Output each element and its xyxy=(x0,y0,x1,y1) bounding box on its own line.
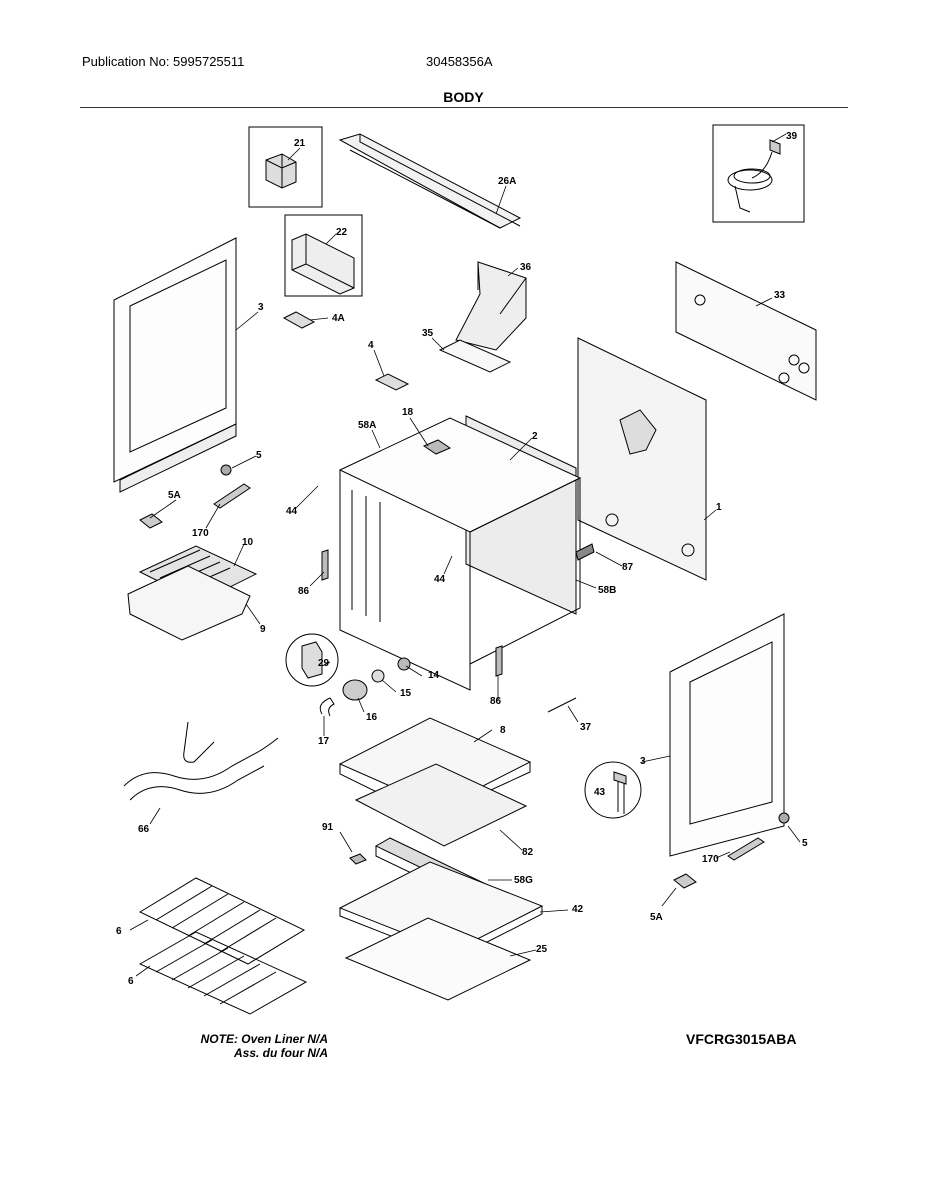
part-86-right xyxy=(495,645,503,677)
callout-17: 17 xyxy=(318,736,330,747)
callout-66: 66 xyxy=(138,824,150,835)
part-21 xyxy=(265,153,297,189)
callout-10: 10 xyxy=(242,537,254,548)
callout-86-left: 86 xyxy=(298,586,310,597)
part-5A-left xyxy=(139,513,163,529)
part-14-15-16 xyxy=(342,657,411,701)
part-66 xyxy=(123,721,279,801)
part-87 xyxy=(575,543,595,561)
callout-29: 29 xyxy=(318,658,330,669)
callout-58A: 58A xyxy=(358,420,376,431)
callout-35: 35 xyxy=(422,328,434,339)
callout-5A-left: 5A xyxy=(168,490,181,501)
part-86-left xyxy=(321,549,329,581)
part-3-left xyxy=(113,237,237,493)
callout-37: 37 xyxy=(580,722,592,733)
callout-3-right: 3 xyxy=(640,756,646,767)
leader-lines xyxy=(129,133,801,977)
callout-91: 91 xyxy=(322,822,334,833)
part-18 xyxy=(422,439,452,455)
note-block: NOTE: Oven Liner N/A Ass. du four N/A xyxy=(180,1032,328,1060)
part-code: 30458356A xyxy=(426,54,493,69)
part-170-right xyxy=(727,837,765,861)
part-9 xyxy=(127,565,251,641)
part-3-right xyxy=(669,613,785,857)
header-divider xyxy=(80,107,848,108)
callout-5-right: 5 xyxy=(802,838,808,849)
callout-2: 2 xyxy=(532,431,538,442)
inset-box-21 xyxy=(248,126,323,208)
part-91 xyxy=(349,853,367,865)
exploded-parts-diagram: 21 22 39 26A 36 35 33 3 4A 4 18 58A 2 1 … xyxy=(113,124,817,1015)
callout-9: 9 xyxy=(260,624,266,635)
part-29 xyxy=(285,633,339,687)
part-6-lower xyxy=(138,931,308,1015)
part-4 xyxy=(374,373,410,391)
callout-44-right: 44 xyxy=(434,574,446,585)
part-43 xyxy=(584,761,642,819)
part-5A-right xyxy=(673,873,697,889)
callout-22: 22 xyxy=(336,227,348,238)
part-36 xyxy=(455,261,527,351)
callout-15: 15 xyxy=(400,688,412,699)
callout-1: 1 xyxy=(716,502,722,513)
part-22 xyxy=(291,233,355,295)
callout-21: 21 xyxy=(294,138,306,149)
callout-33: 33 xyxy=(774,290,786,301)
callout-5A-right: 5A xyxy=(650,912,663,923)
note-line-1: NOTE: Oven Liner N/A xyxy=(200,1032,328,1046)
part-37 xyxy=(547,697,577,713)
callout-58B: 58B xyxy=(598,585,616,596)
part-6-upper xyxy=(138,877,306,965)
part-33 xyxy=(675,261,817,401)
callout-82: 82 xyxy=(522,847,534,858)
callout-4: 4 xyxy=(368,340,374,351)
part-58A xyxy=(338,417,582,691)
callout-25: 25 xyxy=(536,944,548,955)
note-line-2: Ass. du four N/A xyxy=(233,1046,328,1060)
part-39 xyxy=(727,139,781,213)
model-number: VFCRG3015ABA xyxy=(686,1031,797,1047)
callout-26A: 26A xyxy=(498,176,516,187)
callout-87: 87 xyxy=(622,562,634,573)
callout-43: 43 xyxy=(594,787,606,798)
callout-170-left: 170 xyxy=(192,528,209,539)
callout-86-right: 86 xyxy=(490,696,502,707)
callout-4A: 4A xyxy=(332,313,345,324)
callout-42: 42 xyxy=(572,904,584,915)
callout-58G: 58G xyxy=(514,875,533,886)
callout-36: 36 xyxy=(520,262,532,273)
callout-6-upper: 6 xyxy=(116,926,122,937)
part-26A xyxy=(338,133,522,229)
callout-39: 39 xyxy=(786,131,798,142)
callout-6-lower: 6 xyxy=(128,976,134,987)
page-title: BODY xyxy=(443,89,484,105)
part-17 xyxy=(319,697,335,717)
inset-box-22 xyxy=(284,214,363,297)
callout-170-right: 170 xyxy=(702,854,719,865)
part-35 xyxy=(438,339,512,373)
inset-box-39 xyxy=(712,124,805,223)
callout-16: 16 xyxy=(366,712,378,723)
callout-5-left: 5 xyxy=(256,450,262,461)
callout-14: 14 xyxy=(428,670,440,681)
callout-44-left: 44 xyxy=(286,506,298,517)
callout-8: 8 xyxy=(500,725,506,736)
part-4A xyxy=(282,311,316,329)
callout-18: 18 xyxy=(402,407,414,418)
part-5-right xyxy=(778,812,790,824)
publication-number: Publication No: 5995725511 xyxy=(82,54,245,69)
part-5-left xyxy=(220,464,232,476)
part-25 xyxy=(344,917,532,1001)
part-1 xyxy=(577,337,707,581)
callout-3-left: 3 xyxy=(258,302,264,313)
part-82 xyxy=(354,763,528,847)
